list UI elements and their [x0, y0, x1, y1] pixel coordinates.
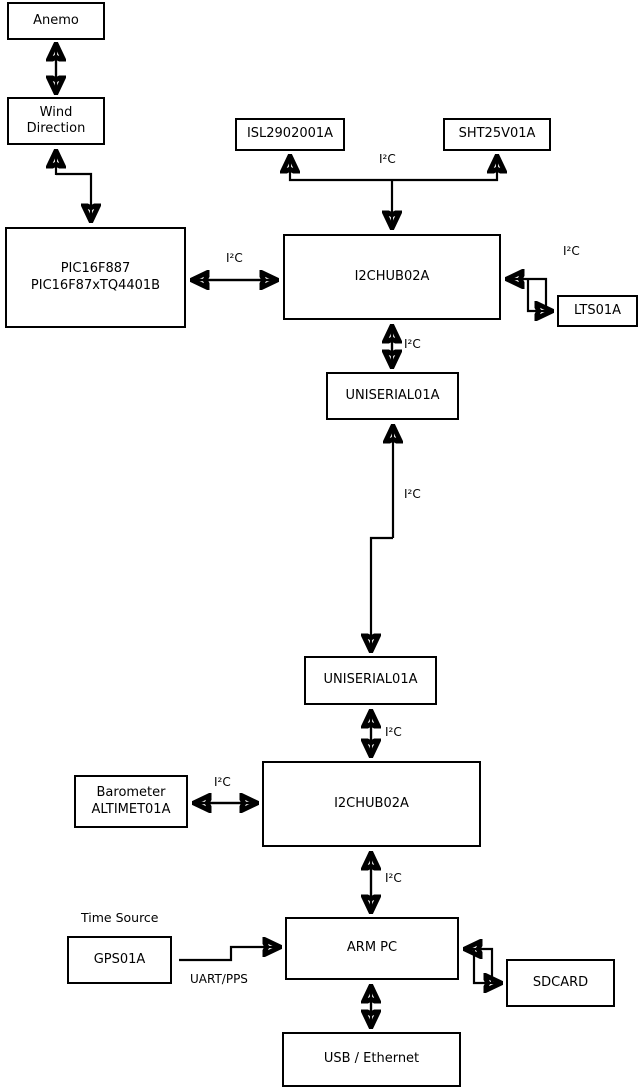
- edge-label-i2c-barometer-hub2: I²C: [214, 775, 231, 789]
- node-isl2902001a[interactable]: ISL2902001A: [235, 118, 345, 151]
- node-gps01a-label: GPS01A: [93, 951, 146, 967]
- edge-label-i2c-hub-uniserial: I²C: [404, 337, 421, 351]
- node-uniserial01a-top[interactable]: UNISERIAL01A: [326, 372, 459, 420]
- edge-label-i2c-hub-lts: I²C: [563, 244, 580, 258]
- node-i2chub02a-top[interactable]: I2CHUB02A: [283, 234, 501, 320]
- node-arm-pc-label: ARM PC: [346, 940, 398, 956]
- node-barometer-altimet01a[interactable]: Barometer ALTIMET01A: [74, 775, 188, 828]
- wire-lts-to-hub: [508, 279, 548, 311]
- node-wind-direction-label: Wind Direction: [26, 104, 86, 136]
- node-arm-pc[interactable]: ARM PC: [285, 917, 459, 980]
- wire-hub-to-lts: [526, 279, 551, 311]
- wire-uniserial-long-down: [371, 536, 393, 650]
- node-sdcard-label: SDCARD: [532, 974, 589, 990]
- wire-wind-to-pic: [56, 172, 91, 220]
- node-usb-ethernet[interactable]: USB / Ethernet: [282, 1032, 461, 1087]
- edge-label-i2c-hub2-arm: I²C: [385, 871, 402, 885]
- node-isl2902001a-label: ISL2902001A: [246, 126, 334, 142]
- node-uniserial01a-bottom[interactable]: UNISERIAL01A: [304, 656, 437, 705]
- node-uniserial01a-top-label: UNISERIAL01A: [345, 387, 440, 403]
- edge-label-i2c-pic-hub: I²C: [226, 251, 243, 265]
- node-sht25v01a-label: SHT25V01A: [458, 126, 536, 142]
- wire-arm-to-sdcard: [472, 949, 500, 983]
- wire-trunk-to-isl: [290, 157, 392, 182]
- node-anemo[interactable]: Anemo: [7, 2, 105, 40]
- node-lts01a[interactable]: LTS01A: [557, 295, 638, 327]
- wire-trunk-to-sht: [392, 157, 497, 182]
- edge-label-i2c-uniserial-hub2: I²C: [385, 725, 402, 739]
- node-gps01a[interactable]: GPS01A: [67, 936, 172, 984]
- node-usb-ethernet-label: USB / Ethernet: [323, 1051, 420, 1067]
- node-i2chub02a-bottom[interactable]: I2CHUB02A: [262, 761, 481, 847]
- node-barometer-altimet01a-label: Barometer ALTIMET01A: [91, 785, 171, 817]
- node-wind-direction[interactable]: Wind Direction: [7, 97, 105, 145]
- edge-label-uart-pps: UART/PPS: [190, 972, 248, 986]
- wire-gps-to-arm: [179, 947, 279, 962]
- label-time-source: Time Source: [81, 910, 159, 925]
- edge-label-i2c-uniserial-uniserial: I²C: [404, 487, 421, 501]
- node-pic-mcu-label: PIC16F887 PIC16F87xTQ4401B: [30, 261, 161, 293]
- wire-sdcard-to-arm: [466, 949, 494, 983]
- node-lts01a-label: LTS01A: [573, 302, 622, 318]
- node-i2chub02a-bottom-label: I2CHUB02A: [334, 795, 409, 811]
- node-uniserial01a-bottom-label: UNISERIAL01A: [323, 672, 418, 688]
- node-sht25v01a[interactable]: SHT25V01A: [443, 118, 551, 151]
- node-pic-mcu[interactable]: PIC16F887 PIC16F87xTQ4401B: [5, 227, 186, 328]
- node-i2chub02a-top-label: I2CHUB02A: [354, 268, 430, 284]
- node-sdcard[interactable]: SDCARD: [506, 959, 615, 1007]
- node-anemo-label: Anemo: [33, 12, 79, 28]
- edge-label-i2c-top-sensors: I²C: [379, 152, 396, 166]
